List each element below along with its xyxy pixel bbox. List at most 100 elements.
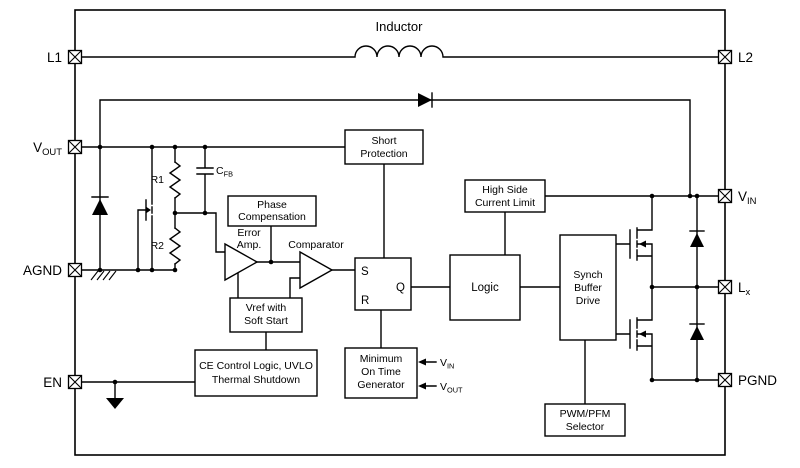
left-mosfet-arrow bbox=[146, 207, 151, 213]
en-ground-symbol bbox=[106, 398, 124, 409]
wires-right bbox=[544, 195, 720, 405]
pin-vin: VIN bbox=[717, 188, 757, 207]
r1-label: R1 bbox=[151, 174, 165, 186]
pin-en: EN bbox=[43, 374, 83, 390]
junction-dot bbox=[268, 259, 274, 265]
error-amp-label: Error bbox=[237, 227, 261, 239]
wires bbox=[80, 45, 720, 405]
diode-triangle bbox=[690, 326, 704, 340]
phase-compensation-block: Phase Compensation bbox=[227, 195, 317, 227]
low-side-mosfet-arrow bbox=[639, 330, 646, 338]
cfb-label: CFB bbox=[216, 165, 233, 179]
wires-left bbox=[80, 146, 346, 399]
diode-triangle bbox=[690, 233, 704, 247]
junction-dot bbox=[97, 267, 103, 273]
vref-soft-start-block: Vref with Soft Start bbox=[229, 297, 303, 333]
pin-label-l2: L2 bbox=[738, 50, 753, 65]
sr-latch-block: S R Q bbox=[354, 257, 412, 311]
min-on-vout-label: VOUT bbox=[440, 381, 463, 395]
pin-x-icon bbox=[68, 263, 82, 277]
block-box bbox=[344, 129, 424, 165]
block-label: On Time bbox=[361, 366, 401, 378]
block-box bbox=[464, 179, 546, 213]
junction-dot bbox=[112, 379, 118, 385]
block-label: Synch bbox=[573, 269, 602, 281]
pin-label-vout: VOUT bbox=[33, 140, 62, 158]
vout-input-arrowhead bbox=[418, 382, 426, 390]
pin-label-agnd: AGND bbox=[23, 263, 62, 278]
block-label: Vref with bbox=[246, 302, 287, 314]
bypass-diode bbox=[418, 92, 433, 108]
pin-x-icon bbox=[718, 189, 732, 203]
block-label: Drive bbox=[576, 295, 601, 307]
block-label: High Side bbox=[482, 184, 528, 196]
pin-label-lx: Lx bbox=[738, 280, 751, 298]
ce-control-block: CE Control Logic, UVLO Thermal Shutdown bbox=[194, 349, 318, 397]
synch-buffer-drive-block: Synch Buffer Drive bbox=[559, 234, 617, 341]
block-box bbox=[544, 403, 626, 437]
diode-triangle bbox=[418, 93, 432, 107]
pin-l1: L1 bbox=[47, 49, 83, 65]
block-box bbox=[229, 297, 303, 333]
latch-r-label: R bbox=[361, 295, 369, 307]
latch-q-label: Q bbox=[396, 282, 405, 294]
high-side-body-diode bbox=[689, 230, 705, 247]
pin-l2: L2 bbox=[717, 49, 753, 65]
error-amp-label: Amp. bbox=[237, 239, 262, 251]
pin-x-icon bbox=[68, 140, 82, 154]
pin-x-icon bbox=[718, 280, 732, 294]
low-side-body-diode bbox=[689, 323, 705, 340]
pin-label-en: EN bbox=[43, 375, 62, 390]
comparator: Comparator bbox=[288, 239, 344, 290]
junction-dot bbox=[97, 144, 103, 150]
block-label: Protection bbox=[360, 148, 407, 160]
block-label: Logic bbox=[471, 282, 499, 294]
block-label: Thermal Shutdown bbox=[212, 374, 300, 386]
junction-dot bbox=[172, 144, 178, 150]
pin-x-icon bbox=[718, 50, 732, 64]
block-box bbox=[194, 349, 318, 397]
junction-dot bbox=[694, 193, 700, 199]
junction-dot bbox=[202, 210, 208, 216]
junction-dots bbox=[97, 144, 700, 385]
block-box bbox=[559, 234, 617, 341]
diode-triangle bbox=[92, 199, 108, 215]
wire-bypass-rail bbox=[99, 99, 691, 271]
block-label: PWM/PFM bbox=[560, 408, 611, 420]
logic-block: Logic bbox=[449, 254, 521, 321]
block-box bbox=[354, 257, 412, 311]
junction-dot bbox=[135, 267, 141, 273]
pins: L1 VOUT AGND EN L2 VIN bbox=[23, 49, 777, 390]
error-amp-triangle bbox=[224, 242, 259, 282]
block-label: Generator bbox=[357, 379, 405, 391]
pin-agnd: AGND bbox=[23, 262, 83, 278]
junction-dot bbox=[649, 377, 655, 383]
latch-s-label: S bbox=[361, 266, 369, 278]
pwm-pfm-selector-block: PWM/PFM Selector bbox=[544, 403, 626, 437]
pin-label-pgnd: PGND bbox=[738, 373, 777, 388]
junction-dot bbox=[649, 193, 655, 199]
r2-label: R2 bbox=[151, 240, 165, 252]
block-label: Selector bbox=[566, 421, 605, 433]
pin-vout: VOUT bbox=[33, 139, 83, 158]
junction-dot bbox=[694, 377, 700, 383]
vout-clamp-diode bbox=[91, 196, 109, 215]
junction-dot bbox=[649, 284, 655, 290]
block-label: Minimum bbox=[360, 353, 403, 365]
pin-x-icon bbox=[718, 373, 732, 387]
block-box bbox=[344, 347, 418, 399]
vin-input-arrowhead bbox=[418, 358, 426, 366]
block-label: Soft Start bbox=[244, 315, 288, 327]
inductor-label: Inductor bbox=[376, 19, 424, 34]
junction-dot bbox=[202, 144, 208, 150]
pin-label-vin: VIN bbox=[738, 189, 757, 207]
ic-boundary bbox=[74, 9, 726, 456]
short-protection-block: Short Protection bbox=[344, 129, 424, 165]
block-label: Short bbox=[371, 135, 396, 147]
comparator-label: Comparator bbox=[288, 239, 344, 251]
comparator-triangle bbox=[299, 250, 334, 290]
resistor-r1 bbox=[168, 161, 182, 199]
pin-x-icon bbox=[68, 50, 82, 64]
block-label: Current Limit bbox=[475, 197, 535, 209]
